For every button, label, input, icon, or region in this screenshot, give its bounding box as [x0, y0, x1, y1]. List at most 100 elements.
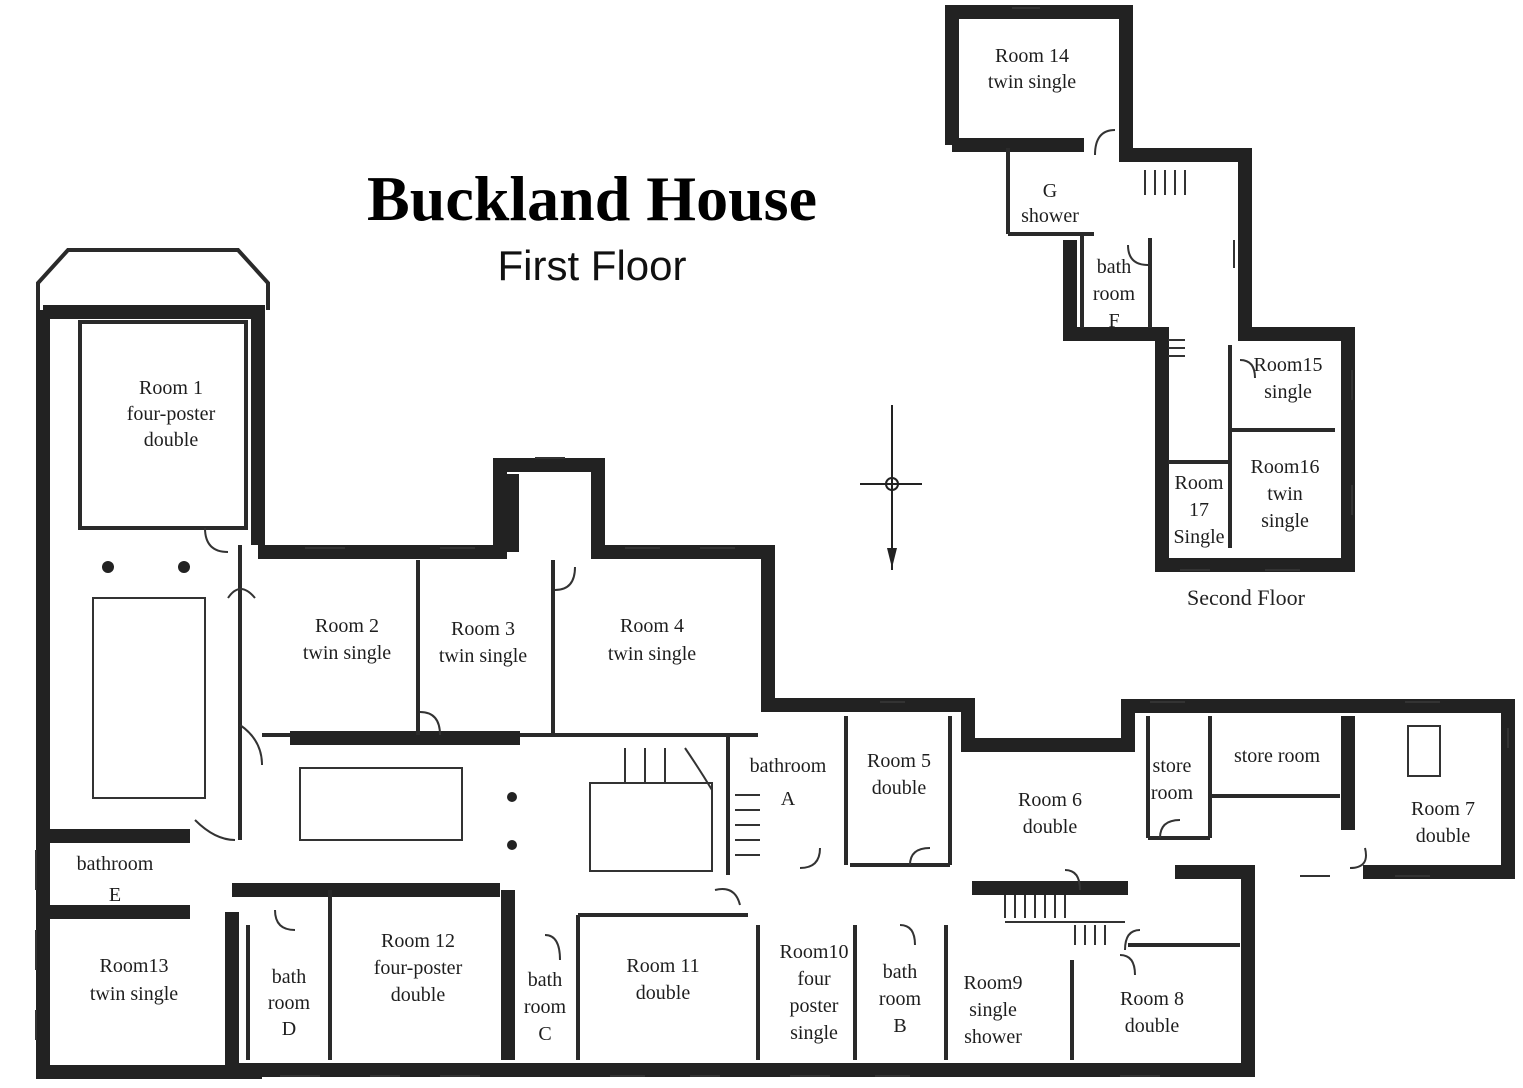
second-floor-wall-a — [945, 5, 1355, 572]
column-dot — [507, 840, 517, 850]
room-label-line: F — [1108, 310, 1119, 332]
room-label-line: bath — [272, 966, 306, 988]
room-label-line: room — [1151, 782, 1194, 804]
room-label-line: Room10 — [780, 941, 849, 963]
room-label-line: shower — [964, 1026, 1022, 1048]
room-label-line: Room 1 — [139, 377, 203, 399]
room-label-line: C — [538, 1023, 551, 1045]
plan-subtitle: First Floor — [498, 242, 687, 289]
room-16-label: Room16 twin single — [1251, 456, 1320, 532]
room-label-line: B — [893, 1015, 906, 1037]
room-label-line: four — [797, 968, 831, 990]
room-label-line: A — [781, 788, 796, 810]
room-15-label: Room15 single — [1254, 354, 1323, 403]
store-room-1-label: store room — [1151, 755, 1194, 804]
room-label-line: G — [1043, 180, 1057, 202]
room-label-line: double — [636, 982, 691, 1004]
bay-window — [36, 248, 270, 310]
lower-stair-lines — [1004, 895, 1125, 945]
hall-rect — [299, 767, 463, 841]
room-2-label: Room 2 twin single — [303, 615, 391, 664]
room-label-line: twin — [1267, 483, 1303, 505]
store-room-2-label: store room — [1234, 745, 1321, 767]
room-8-label: Room 8 double — [1120, 988, 1184, 1037]
room-label-line: Room 3 — [451, 618, 515, 640]
room-label-line: poster — [790, 995, 839, 1017]
room-label-line: single — [1264, 381, 1312, 403]
room-label-line: Room 14 — [995, 45, 1069, 67]
room-label-line: double — [1125, 1015, 1180, 1037]
room-9-label: Room9 single shower — [964, 972, 1023, 1048]
room-label-line: Room 12 — [381, 930, 455, 952]
room-7-closet — [1407, 725, 1441, 777]
room-label-line: four-poster — [374, 957, 463, 979]
room-label-line: Room — [1175, 472, 1224, 494]
room-label-line: Room15 — [1254, 354, 1323, 376]
door-arcs — [194, 527, 1367, 976]
room-label-line: store room — [1234, 745, 1321, 767]
staircase-lines — [624, 747, 713, 791]
room-label-line: Room13 — [100, 955, 169, 977]
room-label-line: double — [1416, 825, 1471, 847]
room-label-line: double — [391, 984, 446, 1006]
room-label-line: single — [1261, 510, 1309, 532]
upper-block-wall — [258, 458, 790, 712]
room-label-line: store — [1153, 755, 1192, 777]
room-label-line: Room 4 — [620, 615, 684, 637]
room-label-line: bath — [528, 969, 562, 991]
room-label-line: Room 8 — [1120, 988, 1184, 1010]
room-label-line: bathroom — [77, 853, 154, 875]
room-10-label: Room10 four poster single — [780, 941, 849, 1044]
courtyard-rect — [92, 597, 206, 799]
second-floor-label: Second Floor — [1187, 585, 1306, 610]
room-1-outline — [78, 320, 248, 530]
room-label-line: bath — [883, 961, 917, 983]
room-label-line: twin single — [303, 642, 391, 664]
room-label-line: room — [524, 996, 567, 1018]
room-label-line: twin single — [439, 645, 527, 667]
lower-block-wall — [232, 865, 1255, 1077]
stair-landing — [589, 782, 713, 872]
room-1-label: Room 1 four-poster double — [127, 377, 216, 451]
room-label-line: Room 6 — [1018, 789, 1082, 811]
room-label-line: Room 5 — [867, 750, 931, 772]
room-label-line: room — [268, 992, 311, 1014]
room-label-line: Room 2 — [315, 615, 379, 637]
room-label-line: bathroom — [750, 755, 827, 777]
room-label-line: 17 — [1189, 499, 1209, 521]
room-label-line: Room9 — [964, 972, 1023, 994]
room-label-line: Room 7 — [1411, 798, 1475, 820]
second-floor-windows-doors — [1012, 7, 1353, 571]
room-label-line: single — [790, 1022, 838, 1044]
room-label-line: four-poster — [127, 403, 216, 425]
room-label-line: single — [969, 999, 1017, 1021]
room-label-line: D — [282, 1018, 296, 1040]
room-7-label: Room 7 double — [1411, 798, 1475, 847]
room-label-line: Room16 — [1251, 456, 1320, 478]
side-stair-lines — [735, 794, 760, 856]
column-dot — [178, 561, 190, 573]
column-dot — [507, 792, 517, 802]
middle-block-wall — [770, 698, 1515, 879]
plan-title: Buckland House — [367, 163, 817, 234]
first-floor-walls — [35, 248, 1515, 1079]
room-label-line: Single — [1173, 526, 1224, 548]
room-label-line: shower — [1021, 205, 1079, 227]
room-label-line: room — [879, 988, 922, 1010]
room-label-line: room — [1093, 283, 1136, 305]
room-label-line: double — [144, 429, 199, 451]
